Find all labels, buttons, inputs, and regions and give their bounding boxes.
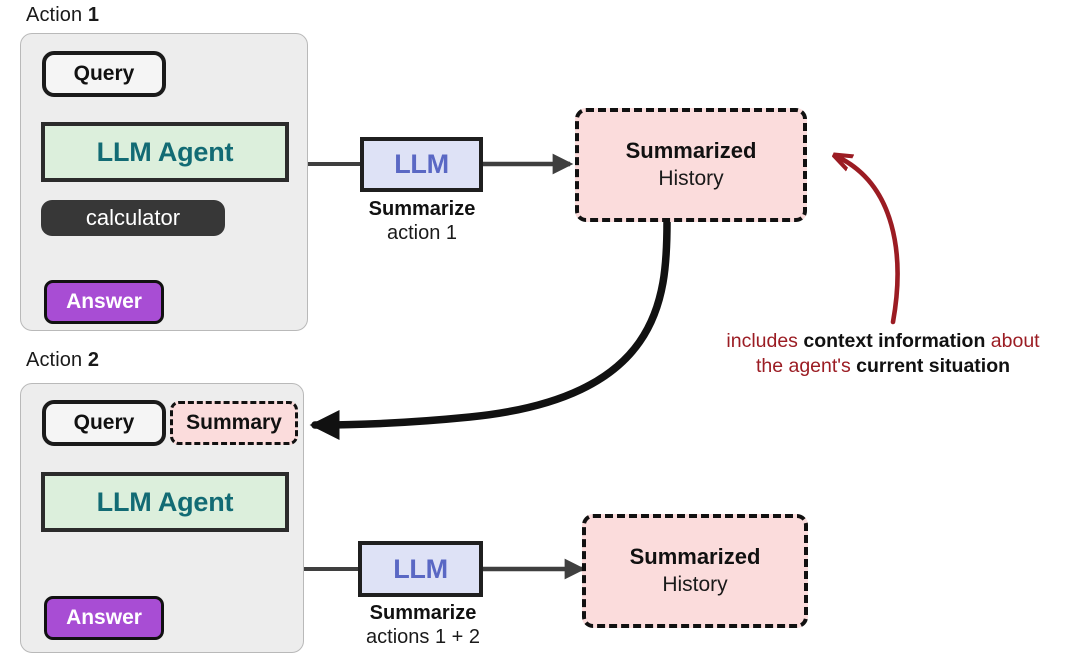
context-annotation-line-1: includes context information about	[700, 329, 1066, 354]
answer-box-2-label: Answer	[66, 606, 142, 629]
llm-agent-box-2-label: LLM Agent	[96, 486, 234, 517]
summarized-history-box-1-line1: Summarized	[625, 138, 757, 164]
llm-summarizer-box-1[interactable]: LLM	[360, 137, 483, 192]
context-annotation-line-1-pre: includes	[726, 330, 804, 352]
context-annotation-line-1-post: about	[985, 330, 1040, 352]
summarized-history-box-1-line2: History	[658, 166, 724, 190]
context-annotation-line-2-bold: current situation	[856, 354, 1011, 377]
query-box-2-label: Query	[73, 411, 135, 434]
summarized-history-box-2[interactable]: Summarized History	[582, 514, 808, 628]
summarized-history-box-2-line1: Summarized	[629, 544, 761, 570]
summarizer-1-caption: Summarize action 1	[346, 198, 498, 245]
action-2-label-number: 2	[87, 349, 100, 371]
summarized-history-box-2-line2: History	[662, 572, 728, 596]
llm-agent-box-1-label: LLM Agent	[96, 136, 234, 167]
action-2-label: Action 2	[26, 349, 99, 372]
summarizer-1-caption-normal: action 1	[386, 221, 458, 244]
connector-history-to-summary-curve	[309, 218, 671, 440]
context-annotation-line-2: the agent's current situation	[700, 354, 1066, 379]
llm-agent-box-2[interactable]: LLM Agent	[41, 472, 289, 532]
calculator-tool-box-1[interactable]: calculator	[41, 200, 225, 236]
summary-chip-2[interactable]: Summary	[170, 401, 298, 445]
action-1-label-prefix: Action	[26, 4, 88, 26]
action-1-label: Action 1	[26, 4, 99, 27]
summarized-history-box-1[interactable]: Summarized History	[575, 108, 807, 222]
summary-chip-2-label: Summary	[186, 411, 282, 434]
calculator-tool-box-1-label: calculator	[85, 205, 181, 230]
action-1-label-number: 1	[87, 4, 100, 26]
llm-summarizer-box-1-label: LLM	[394, 149, 449, 179]
llm-summarizer-box-2[interactable]: LLM	[358, 541, 483, 597]
llm-agent-box-1[interactable]: LLM Agent	[41, 122, 289, 182]
query-box-1[interactable]: Query	[42, 51, 166, 97]
context-annotation-text: includes context information about the a…	[700, 329, 1066, 379]
summarizer-2-caption-normal: actions 1 + 2	[366, 625, 480, 648]
annotation-arrow-red	[838, 157, 900, 325]
query-box-1-label: Query	[73, 62, 135, 85]
context-annotation-line-1-bold: context information	[803, 330, 986, 352]
answer-box-1[interactable]: Answer	[44, 280, 164, 324]
summarizer-2-caption-bold: Summarize	[369, 602, 477, 624]
answer-box-2[interactable]: Answer	[44, 596, 164, 640]
summarizer-1-caption-bold: Summarize	[368, 198, 476, 220]
context-annotation-line-2-pre: the agent's	[755, 354, 857, 377]
query-box-2[interactable]: Query	[42, 400, 166, 446]
action-2-label-prefix: Action	[26, 349, 88, 371]
llm-summarizer-box-2-label: LLM	[393, 553, 448, 584]
answer-box-1-label: Answer	[66, 290, 142, 313]
summarizer-2-caption: Summarize actions 1 + 2	[340, 602, 506, 649]
